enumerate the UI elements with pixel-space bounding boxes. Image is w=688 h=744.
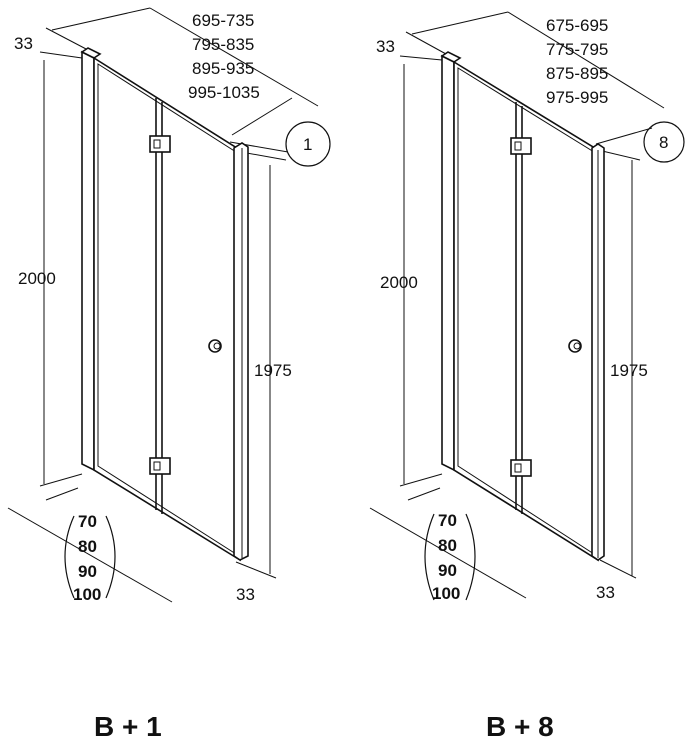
top-dimension-lines (405, 11, 665, 161)
nominal-size-3: 90 (78, 562, 97, 581)
variant-label: B + 8 (486, 711, 554, 742)
total-height-label: 2000 (380, 273, 418, 292)
callout-circle (285, 121, 331, 167)
callout-circle (643, 121, 685, 163)
door-knob-icon (208, 339, 222, 353)
nominal-size-3: 90 (438, 561, 457, 580)
nominal-size-1: 70 (78, 512, 97, 531)
width-range-3: 895-935 (192, 59, 254, 78)
callout-number: 8 (659, 133, 668, 152)
shower-door (440, 51, 605, 562)
shower-door (80, 47, 249, 562)
width-range-1: 695-735 (192, 11, 254, 30)
width-range-3: 875-895 (546, 64, 608, 83)
size-bracket-right (105, 515, 116, 599)
height-dimension-line (399, 55, 443, 487)
width-range-2: 795-835 (192, 35, 254, 54)
door-knob-icon (568, 339, 582, 353)
glass-height-label: 1975 (610, 361, 648, 380)
nominal-size-4: 100 (73, 585, 101, 604)
variant-label: B + 1 (94, 711, 162, 742)
height-dimension-line (39, 51, 83, 487)
size-bracket-left (64, 515, 75, 599)
callout-number: 1 (303, 135, 312, 154)
diagram-b8: 33 675-695 775-795 875-895 975-995 2000 … (369, 11, 685, 742)
width-range-4: 975-995 (546, 88, 608, 107)
size-bracket-left (424, 513, 435, 601)
width-range-1: 675-695 (546, 16, 608, 35)
nominal-size-2: 80 (78, 537, 97, 556)
width-range-4: 995-1035 (188, 83, 260, 102)
nominal-size-2: 80 (438, 536, 457, 555)
total-height-label: 2000 (18, 269, 56, 288)
bottom-dimension-lines (7, 487, 277, 603)
nominal-size-4: 100 (432, 584, 460, 603)
bottom-dimension-lines (369, 487, 637, 599)
bottom-depth-label: 33 (596, 583, 615, 602)
width-range-2: 775-795 (546, 40, 608, 59)
nominal-size-1: 70 (438, 511, 457, 530)
diagram-b1: 33 695-735 795-835 895-935 995-1035 2000… (7, 7, 331, 742)
top-depth-label: 33 (376, 37, 395, 56)
bottom-depth-label: 33 (236, 585, 255, 604)
glass-height-label: 1975 (254, 361, 292, 380)
size-bracket-right (465, 513, 476, 601)
top-depth-label: 33 (14, 34, 33, 53)
